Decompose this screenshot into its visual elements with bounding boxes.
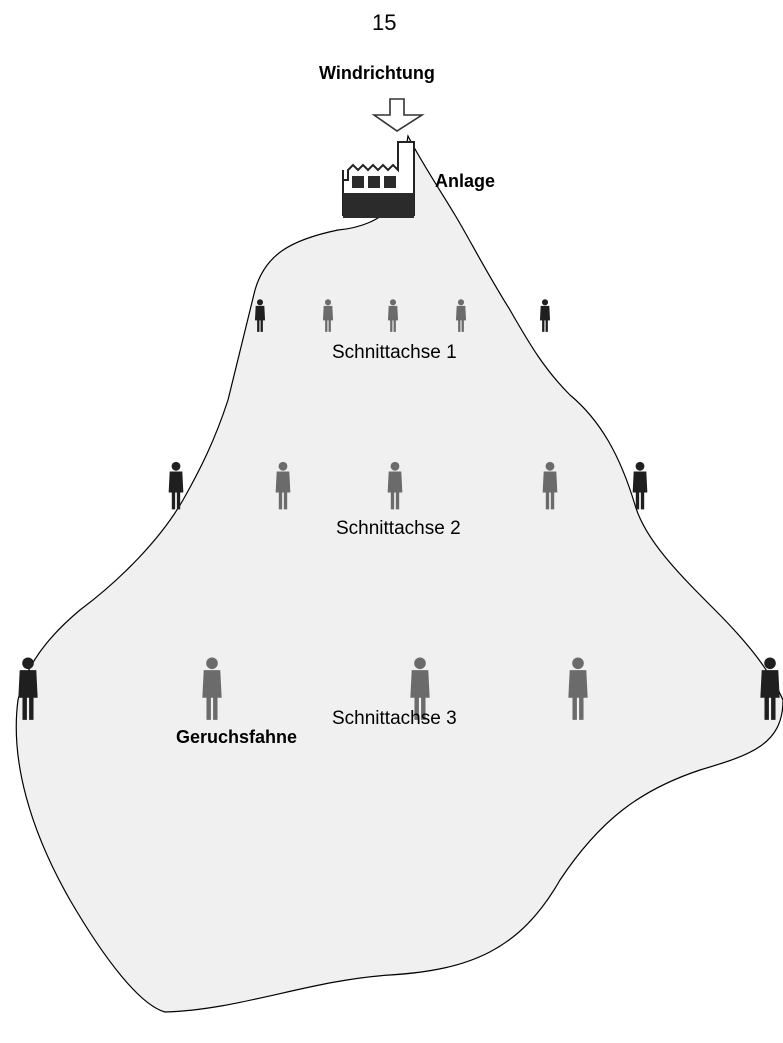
- facility-label: Anlage: [435, 171, 496, 191]
- factory-icon: [342, 141, 415, 218]
- wind-direction-label: Windrichtung: [319, 63, 435, 83]
- odor-plume-label: Geruchsfahne: [176, 727, 298, 747]
- axis-1-label: Schnittachse 1: [332, 342, 457, 363]
- axis-3-label: Schnittachse 3: [332, 708, 457, 729]
- person-icon: [539, 299, 551, 332]
- person-icon: [632, 461, 648, 510]
- odor-plume-shape: [15, 134, 783, 1013]
- arrow-down-icon: [371, 98, 425, 132]
- axis-2-label: Schnittachse 2: [336, 518, 461, 539]
- page-number: 15: [372, 10, 397, 35]
